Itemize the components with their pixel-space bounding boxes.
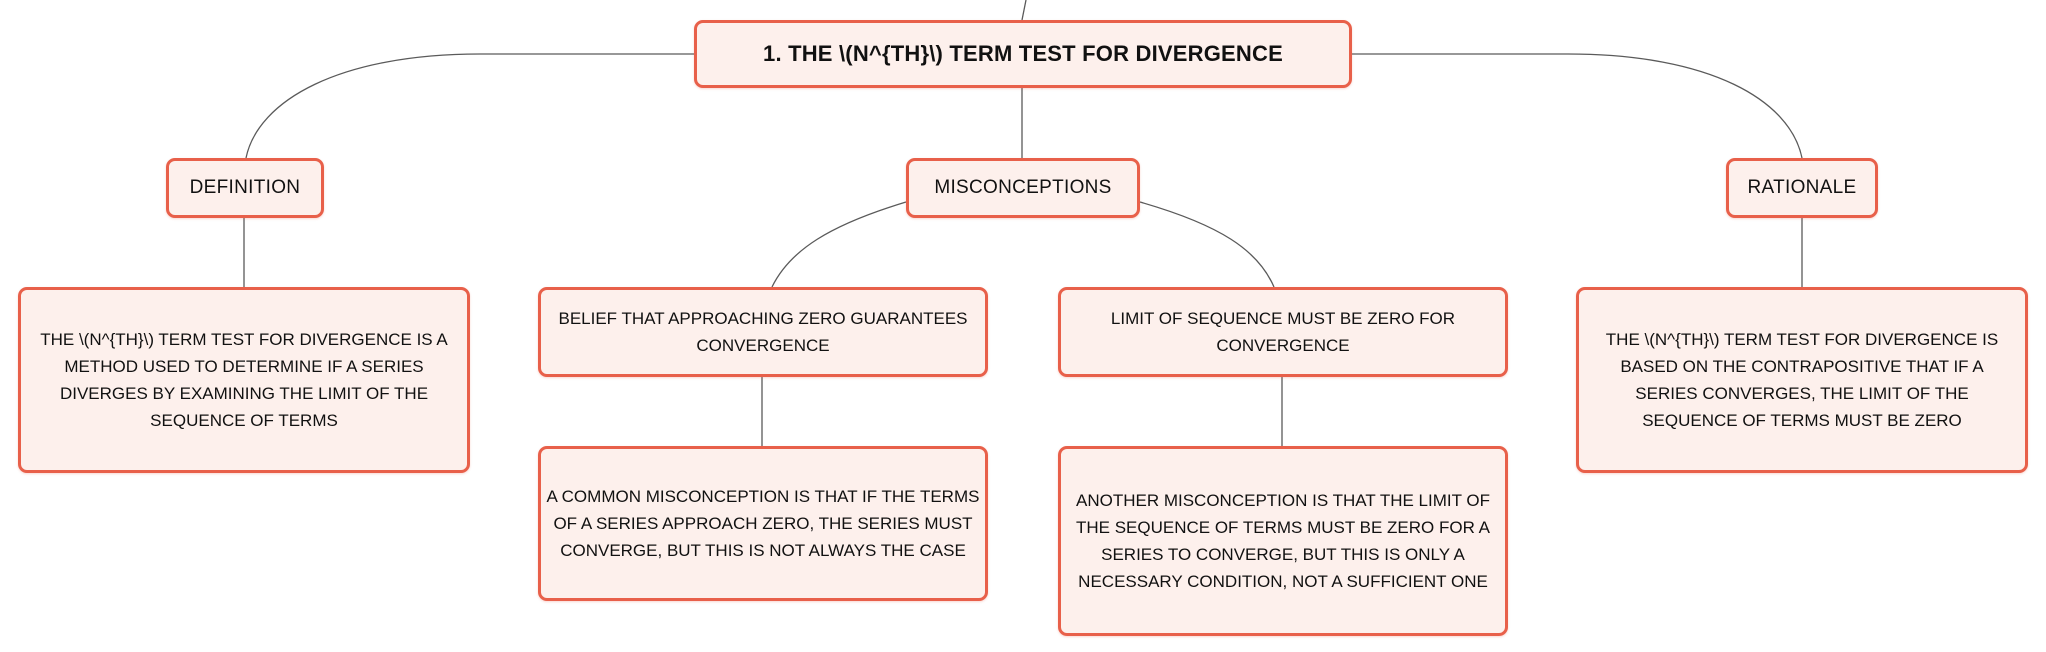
definition-detail-node[interactable]: THE \(N^{TH}\) TERM TEST FOR DIVERGENCE …: [18, 287, 470, 473]
definition-detail-text: THE \(N^{TH}\) TERM TEST FOR DIVERGENCE …: [40, 330, 448, 430]
rationale-detail-node[interactable]: THE \(N^{TH}\) TERM TEST FOR DIVERGENCE …: [1576, 287, 2028, 473]
misconception-belief-detail-node[interactable]: A COMMON MISCONCEPTION IS THAT IF THE TE…: [538, 446, 988, 601]
connector-parent-to-root: [1021, 0, 1027, 21]
root-node-label: 1. THE \(N^{TH}\) TERM TEST FOR DIVERGEN…: [763, 41, 1283, 66]
connector-root-to-rationale: [1352, 53, 1803, 159]
definition-node[interactable]: DEFINITION: [166, 158, 324, 218]
root-node[interactable]: 1. THE \(N^{TH}\) TERM TEST FOR DIVERGEN…: [694, 20, 1352, 88]
misconception-limit-node[interactable]: LIMIT OF SEQUENCE MUST BE ZERO FOR CONVE…: [1058, 287, 1508, 377]
misconception-belief-detail-text: A COMMON MISCONCEPTION IS THAT IF THE TE…: [546, 487, 980, 560]
misconception-limit-detail-node[interactable]: ANOTHER MISCONCEPTION IS THAT THE LIMIT …: [1058, 446, 1508, 636]
misconceptions-node[interactable]: MISCONCEPTIONS: [906, 158, 1140, 218]
rationale-detail-text: THE \(N^{TH}\) TERM TEST FOR DIVERGENCE …: [1605, 330, 1999, 430]
misconception-belief-label: BELIEF THAT APPROACHING ZERO GUARANTEES …: [558, 309, 968, 355]
connector-misconceptions-to-belief: [771, 201, 907, 288]
misconceptions-node-label: MISCONCEPTIONS: [934, 177, 1112, 198]
rationale-node[interactable]: RATIONALE: [1726, 158, 1878, 218]
connector-root-to-definition: [245, 53, 694, 159]
connector-misconceptions-to-limit: [1139, 201, 1275, 288]
misconception-limit-label: LIMIT OF SEQUENCE MUST BE ZERO FOR CONVE…: [1110, 309, 1456, 355]
misconception-belief-node[interactable]: BELIEF THAT APPROACHING ZERO GUARANTEES …: [538, 287, 988, 377]
rationale-node-label: RATIONALE: [1747, 177, 1857, 198]
definition-node-label: DEFINITION: [189, 177, 301, 198]
misconception-limit-detail-text: ANOTHER MISCONCEPTION IS THAT THE LIMIT …: [1075, 491, 1491, 591]
